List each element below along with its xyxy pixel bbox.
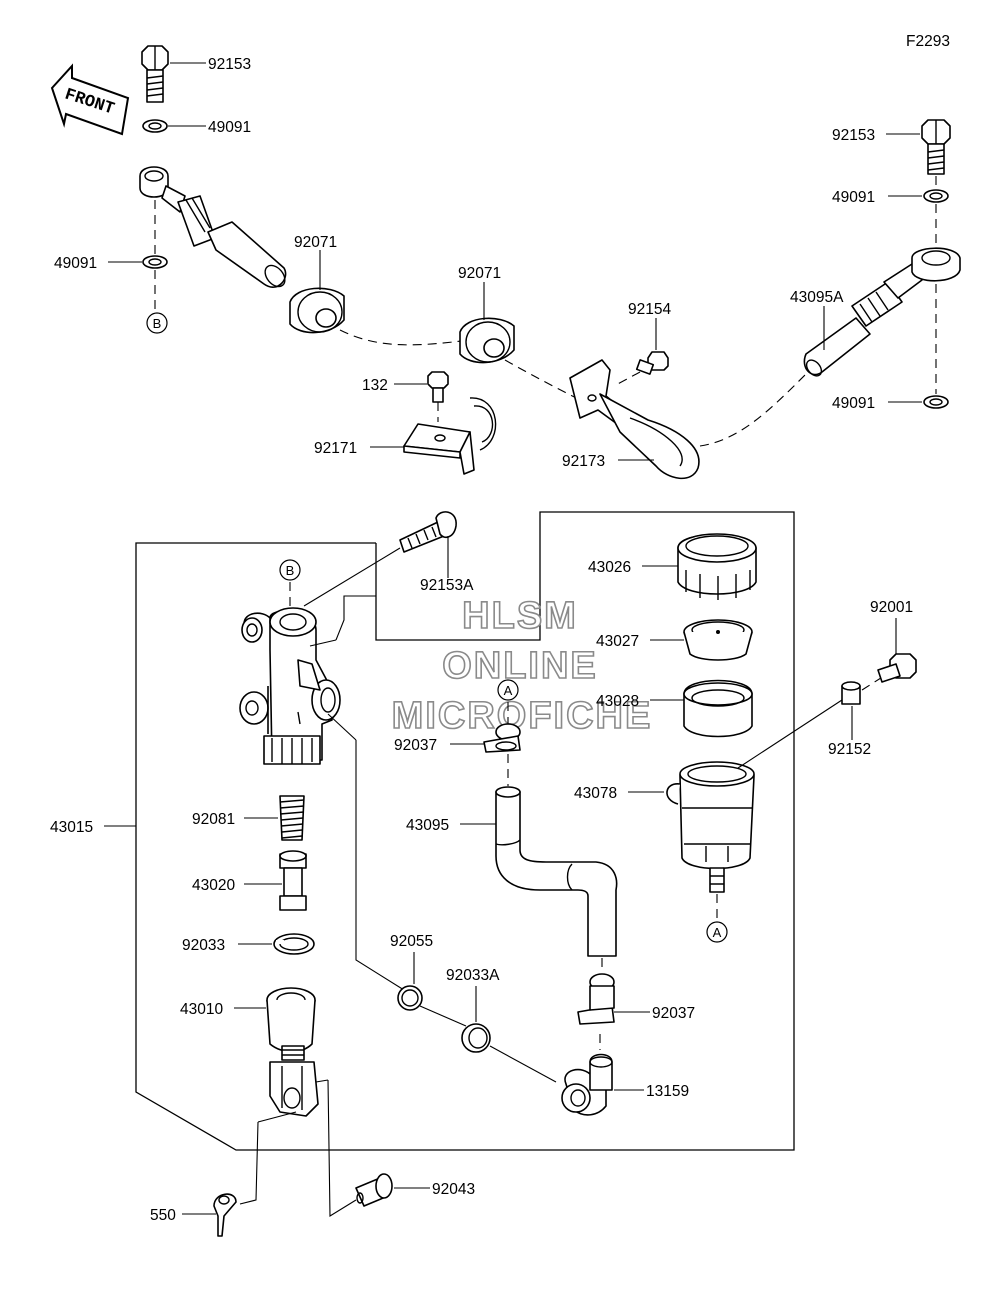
label-92071-mid: 92071	[458, 265, 501, 282]
label-132: 132	[362, 377, 388, 394]
label-92071-left: 92071	[294, 234, 337, 251]
master-cylinder-body-icon	[239, 607, 341, 765]
bolt-92153A-icon	[399, 511, 457, 553]
diaphragm-plate-43027-icon	[683, 619, 753, 661]
ref-a-top-label: A	[504, 683, 513, 698]
label-92152: 92152	[828, 741, 871, 758]
label-92153-right: 92153	[832, 127, 875, 144]
label-49091-left-bottom: 49091	[54, 255, 97, 272]
label-92037-top: 92037	[394, 737, 437, 754]
pushrod-43010-icon	[266, 987, 319, 1117]
ref-a-bottom-icon: A	[706, 921, 728, 943]
label-13159: 13159	[646, 1083, 689, 1100]
banjo-bolt-right-icon	[921, 119, 951, 175]
ref-b-bottom-icon: B	[279, 559, 301, 581]
clevis-pin-92043-icon	[355, 1173, 393, 1207]
bolt-132-icon	[427, 371, 449, 403]
front-arrow-icon: FRONT	[50, 63, 130, 136]
label-92081: 92081	[192, 811, 235, 828]
label-49091-right-top: 49091	[832, 189, 875, 206]
circlip-92033A-icon	[461, 1023, 491, 1053]
watermark-line-1: HLSM	[462, 595, 578, 637]
bracket-92173-icon	[569, 359, 700, 480]
label-43095: 43095	[406, 817, 449, 834]
brake-hose-end-right-icon	[803, 247, 961, 377]
figure-code: F2293	[906, 33, 950, 50]
o-ring-92055-icon	[397, 985, 423, 1011]
hose-fitting-13159-icon	[561, 1053, 613, 1116]
label-92173: 92173	[562, 453, 605, 470]
label-43015: 43015	[50, 819, 93, 836]
washer-left-top-icon	[142, 119, 168, 133]
bolt-92001-icon	[877, 653, 917, 683]
label-92043: 92043	[432, 1181, 475, 1198]
watermark-line-2: ONLINE	[442, 645, 598, 687]
label-92153A: 92153A	[420, 577, 474, 594]
hose-clamp-92171-icon	[403, 397, 497, 475]
washer-right-top-icon	[923, 189, 949, 203]
label-92153-left: 92153	[208, 56, 251, 73]
grommet-mid-icon	[459, 317, 515, 364]
label-43026: 43026	[588, 559, 631, 576]
watermark-line-3: MICROFICHE	[392, 695, 653, 737]
label-92033A: 92033A	[446, 967, 500, 984]
reservoir-43078-icon	[666, 761, 755, 893]
diaphragm-43028-icon	[683, 679, 753, 738]
brake-hose-43095-icon	[495, 786, 618, 957]
piston-43020-icon	[279, 850, 307, 911]
hose-clamp-92037-top-icon	[483, 723, 521, 753]
watermark: HLSM ONLINE MICROFICHE	[391, 594, 653, 738]
ref-a-bottom-label: A	[713, 925, 722, 940]
label-43010: 43010	[180, 1001, 223, 1018]
label-92171: 92171	[314, 440, 357, 457]
banjo-bolt-left-icon	[141, 45, 169, 103]
hose-clamp-92037-bottom-icon	[577, 973, 615, 1025]
label-92033: 92033	[182, 937, 225, 954]
cotter-pin-550-icon	[213, 1193, 237, 1237]
label-43020: 43020	[192, 877, 235, 894]
reservoir-cap-43026-icon	[677, 533, 757, 600]
collar-92152-icon	[841, 681, 861, 705]
label-43078: 43078	[574, 785, 617, 802]
brake-hose-end-left-icon	[139, 166, 287, 288]
label-43027: 43027	[596, 633, 639, 650]
spring-92081-icon	[279, 795, 305, 841]
label-43028: 43028	[596, 693, 639, 710]
circlip-92033-icon	[273, 933, 315, 955]
ref-b-bottom-label: B	[286, 563, 295, 578]
label-49091-right-bottom: 49091	[832, 395, 875, 412]
label-550: 550	[150, 1207, 176, 1224]
washer-left-bottom-icon	[142, 255, 168, 269]
label-43095A: 43095A	[790, 289, 844, 306]
ref-b-top-label: B	[153, 316, 162, 331]
label-92154: 92154	[628, 301, 671, 318]
label-92037-bottom: 92037	[652, 1005, 695, 1022]
ref-a-top-icon: A	[497, 679, 519, 701]
washer-right-bottom-icon	[923, 395, 949, 409]
label-49091-left-top: 49091	[208, 119, 251, 136]
assembly-frame-43015	[135, 511, 795, 1151]
label-92001: 92001	[870, 599, 913, 616]
bolt-92154-icon	[635, 351, 669, 375]
grommet-left-icon	[289, 287, 345, 334]
ref-b-top-icon: B	[146, 312, 168, 334]
label-92055: 92055	[390, 933, 433, 950]
